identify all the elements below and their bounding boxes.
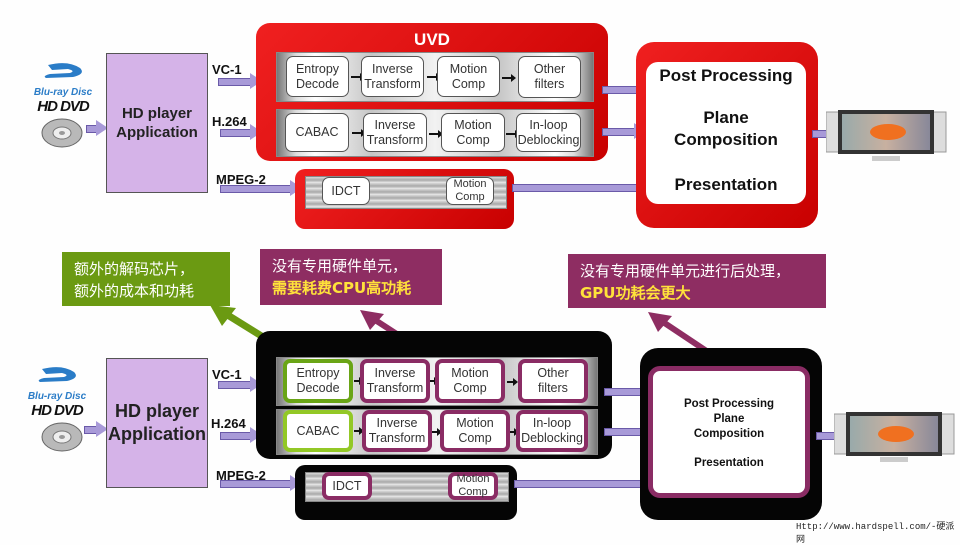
app-label-line1: HD player	[121, 105, 192, 122]
media-logos-bottom: Blu-ray Disc HD DVD	[22, 366, 92, 458]
stage-cabac: CABAC	[285, 113, 349, 152]
post-line-composition: Composition	[693, 428, 765, 440]
post-line-composition: Composition	[674, 130, 778, 149]
disc-to-app-arrow	[84, 421, 108, 437]
hddvd-logo-text: HD DVD	[37, 98, 90, 115]
tv-display-icon	[834, 412, 955, 462]
disc-icon	[41, 422, 83, 452]
post-processing-inner: Post Processing Plane Composition Presen…	[646, 62, 806, 204]
media-logos-top: Blu-ray Disc HD DVD	[28, 62, 98, 154]
callout-extra-decode-chip: 额外的解码芯片， 额外的成本和功耗	[62, 252, 230, 306]
codec-label-h264: H.264	[212, 114, 247, 129]
flow-arrow	[502, 74, 516, 82]
callout-cpu-power: 没有专用硬件单元， 需要耗费CPU高功耗	[260, 249, 442, 305]
post-line-post-processing: Post Processing	[683, 398, 775, 410]
flow-arrow	[510, 428, 519, 436]
flow-arrow	[432, 428, 442, 436]
callout-gpu-postprocess: 没有专用硬件单元进行后处理， GPU功耗会更大	[568, 254, 826, 308]
flow-arrow	[507, 378, 518, 386]
bluray-logo-text: Blu-ray Disc	[27, 391, 87, 402]
app-label-line2: Application	[116, 124, 198, 141]
post-line-presentation: Presentation	[694, 457, 764, 469]
bluray-logo-text: Blu-ray Disc	[33, 87, 93, 98]
source-watermark: Http://www.hardspell.com/-硬派网	[796, 522, 955, 545]
stage-idct: IDCT	[322, 177, 370, 205]
bluray-logo-icon	[38, 367, 76, 382]
codec-label-h264: H.264	[211, 416, 246, 431]
disc-icon	[41, 118, 83, 148]
codec-label-vc1: VC-1	[212, 62, 242, 77]
codec-label-mpeg2: MPEG-2	[216, 468, 266, 483]
flow-arrow	[354, 427, 364, 435]
hd-player-app-box: HD player Application	[106, 358, 208, 488]
mpeg2-input-arrow	[220, 475, 302, 491]
post-processing-inner: Post Processing Plane Composition Presen…	[648, 366, 810, 498]
stage-idct: IDCT	[322, 472, 372, 500]
stage-cabac: CABAC	[283, 410, 353, 452]
post-line-plane: Plane	[703, 108, 749, 127]
codec-label-vc1: VC-1	[212, 367, 242, 382]
mpeg2-output-arrow	[514, 475, 654, 491]
hd-player-app-box: HD player Application	[106, 53, 208, 193]
flow-arrow	[429, 130, 443, 138]
app-label-line1: HD player	[114, 401, 200, 421]
app-label-line2: Application	[108, 424, 206, 444]
uvd-title: UVD	[414, 30, 450, 49]
post-line-presentation: Presentation	[674, 175, 778, 194]
codec-label-mpeg2: MPEG-2	[216, 172, 266, 187]
post-line-post-processing: Post Processing	[659, 66, 793, 85]
hddvd-logo-text: HD DVD	[31, 402, 84, 419]
bluray-logo-icon	[44, 63, 82, 78]
post-line-plane: Plane	[713, 413, 745, 425]
disc-to-app-arrow	[86, 120, 108, 136]
tv-display-icon	[826, 110, 947, 161]
